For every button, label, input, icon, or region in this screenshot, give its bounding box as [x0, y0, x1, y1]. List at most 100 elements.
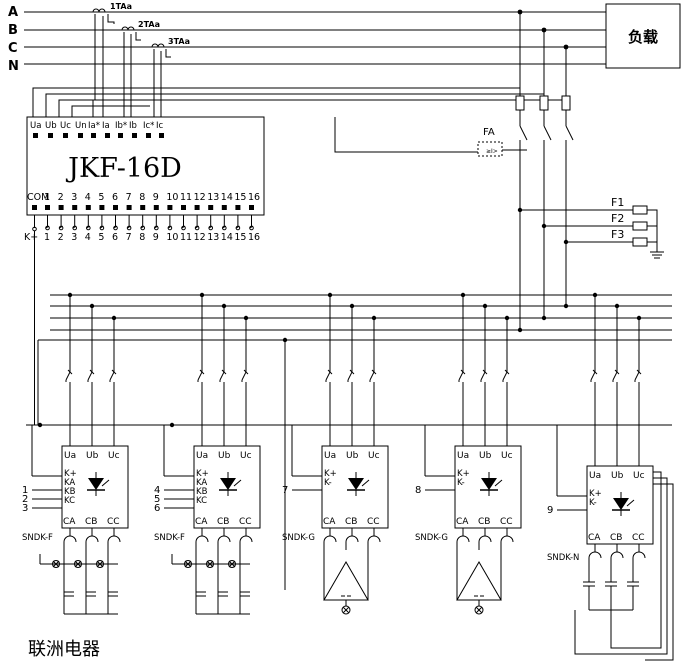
controller-output-label: 8 — [139, 192, 145, 203]
module-control-label: K- — [324, 478, 332, 488]
module-top-terminal: Ub — [346, 451, 359, 461]
module-top-terminal: Ub — [86, 451, 99, 461]
module-model-label: SNDK-F — [154, 533, 185, 543]
controller-output-label: 13 — [207, 192, 219, 203]
reactor-icon — [588, 551, 602, 559]
terminal-icon — [167, 225, 173, 231]
module-input-number: 1 — [22, 485, 28, 496]
reactor-icon — [85, 535, 99, 543]
controller-output-label: 14 — [221, 192, 233, 203]
module-bottom-terminal: CC — [500, 517, 513, 527]
fuse-group: F1 F2 F3 — [517, 196, 664, 259]
thyristor-icon — [88, 478, 104, 490]
terminal-icon — [45, 225, 50, 231]
module-top-terminal: Ub — [611, 471, 624, 481]
controller-output-label: 11 — [180, 192, 192, 203]
terminal-icon — [222, 225, 227, 231]
module-control-label: KB — [196, 487, 208, 497]
fa-box — [477, 141, 503, 157]
distribution-buses — [26, 294, 672, 590]
terminal-icon — [249, 225, 254, 231]
load-label: 负载 — [628, 28, 658, 46]
module-control-label: KA — [196, 478, 207, 488]
terminal-screw-icon — [113, 205, 118, 210]
module-top-terminal: Ua — [324, 451, 336, 461]
module-control-label: K+ — [324, 469, 337, 479]
module-top-terminal: Ua — [196, 451, 208, 461]
module-bottom-terminal: CB — [217, 517, 229, 527]
module-bottom-terminal: CC — [239, 517, 252, 527]
controller-output-label: 7 — [126, 192, 132, 203]
terminal-screw-icon — [33, 133, 38, 138]
terminal-icon — [72, 225, 77, 231]
module-top-terminal: Uc — [240, 451, 252, 461]
module-body — [586, 465, 654, 545]
module-bottom-terminal: CB — [85, 517, 97, 527]
controller-com-label: COM — [27, 192, 49, 203]
controller-top-terminal-label: Ic* — [143, 121, 154, 131]
bus-label-c: C — [8, 41, 18, 56]
controller-output-number: 5 — [98, 232, 104, 243]
watermark: 联洲电器 — [28, 639, 100, 660]
terminal-screw-icon — [105, 133, 110, 138]
controller-output-number: 9 — [153, 232, 159, 243]
module-control-label: KC — [64, 496, 75, 506]
controller-kplus-label: K+ — [24, 232, 38, 243]
controller-output-label: 1 — [44, 192, 50, 203]
reactor-icon — [107, 535, 121, 543]
terminal-screw-icon — [58, 205, 64, 210]
reactor-icon — [323, 535, 337, 543]
terminal-icon — [194, 225, 200, 231]
reactor-icon — [610, 551, 624, 559]
module-top-terminal: Ub — [479, 451, 492, 461]
module-model-label: SNDK-G — [282, 533, 315, 543]
ct-label-1: 1TAa — [110, 2, 132, 11]
terminal-screw-icon — [72, 205, 78, 210]
fuse-label-f3: F3 — [611, 228, 624, 241]
module-bottom-terminal: CB — [610, 533, 622, 543]
module-bottom-terminal: CA — [323, 517, 336, 527]
controller-output-label: 4 — [85, 192, 91, 203]
terminal-icon — [58, 225, 64, 231]
module-top-terminal: Uc — [633, 471, 645, 481]
controller-output-label: 10 — [166, 192, 178, 203]
module-input-number: 5 — [154, 494, 160, 505]
module-bottom-terminal: CB — [478, 517, 490, 527]
module-control-label: KC — [196, 496, 207, 506]
thyristor-icon — [220, 478, 236, 490]
module-input-number: 6 — [154, 503, 160, 514]
controller-output-number: 6 — [112, 232, 118, 243]
controller-top-terminal-label: Ua — [30, 121, 41, 131]
fuse-label-f2: F2 — [611, 212, 624, 225]
module-top-terminal: Ua — [64, 451, 76, 461]
terminal-screw-icon — [181, 205, 186, 210]
fuse-label-f1: F1 — [611, 196, 624, 209]
terminal-screw-icon — [140, 205, 146, 210]
module-model-label: SNDK-N — [547, 553, 579, 563]
module-input-number: 7 — [282, 485, 288, 496]
controller-output-number: 7 — [126, 232, 132, 243]
controller-output-number: 8 — [139, 232, 145, 243]
module-control-label: KA — [64, 478, 75, 488]
fuse-c — [561, 95, 571, 111]
terminal-icon — [154, 225, 159, 231]
module-control-label: K- — [589, 498, 597, 508]
controller-output-number: 15 — [234, 232, 246, 243]
controller-output-label: 6 — [112, 192, 118, 203]
module-bottom-terminal: CB — [345, 517, 357, 527]
bus-label-n: N — [8, 59, 19, 74]
module-input-number: 8 — [415, 485, 421, 496]
terminal-icon — [208, 225, 213, 231]
terminal-screw-icon — [146, 133, 151, 138]
controller-top-terminal-label: Ib — [129, 121, 137, 131]
module-top-terminal: Ua — [589, 471, 601, 481]
reactor-icon — [239, 535, 253, 543]
terminal-screw-icon — [32, 205, 37, 210]
bus-label-b: B — [8, 23, 18, 38]
module-model-label: SNDK-F — [22, 533, 53, 543]
reactor-icon — [500, 535, 514, 543]
